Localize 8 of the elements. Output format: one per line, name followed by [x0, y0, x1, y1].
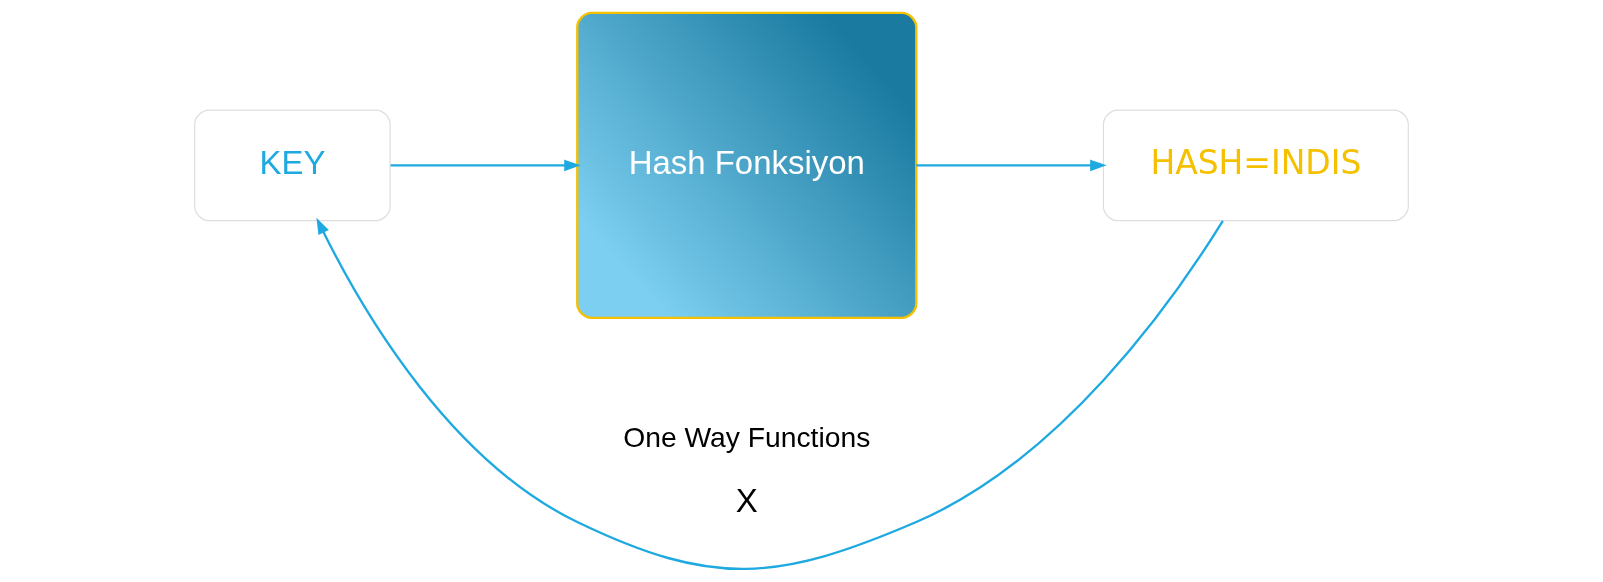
arrow	[316, 217, 1224, 570]
node-label: One Way Functions	[623, 420, 871, 453]
node-box: HASH=INDIS	[1102, 109, 1409, 222]
arrow	[916, 159, 1107, 172]
node-box: Hash Fonksiyon	[576, 11, 918, 319]
node-box: KEY	[194, 109, 391, 222]
edge-label: X	[735, 481, 758, 519]
arrow	[390, 159, 581, 172]
